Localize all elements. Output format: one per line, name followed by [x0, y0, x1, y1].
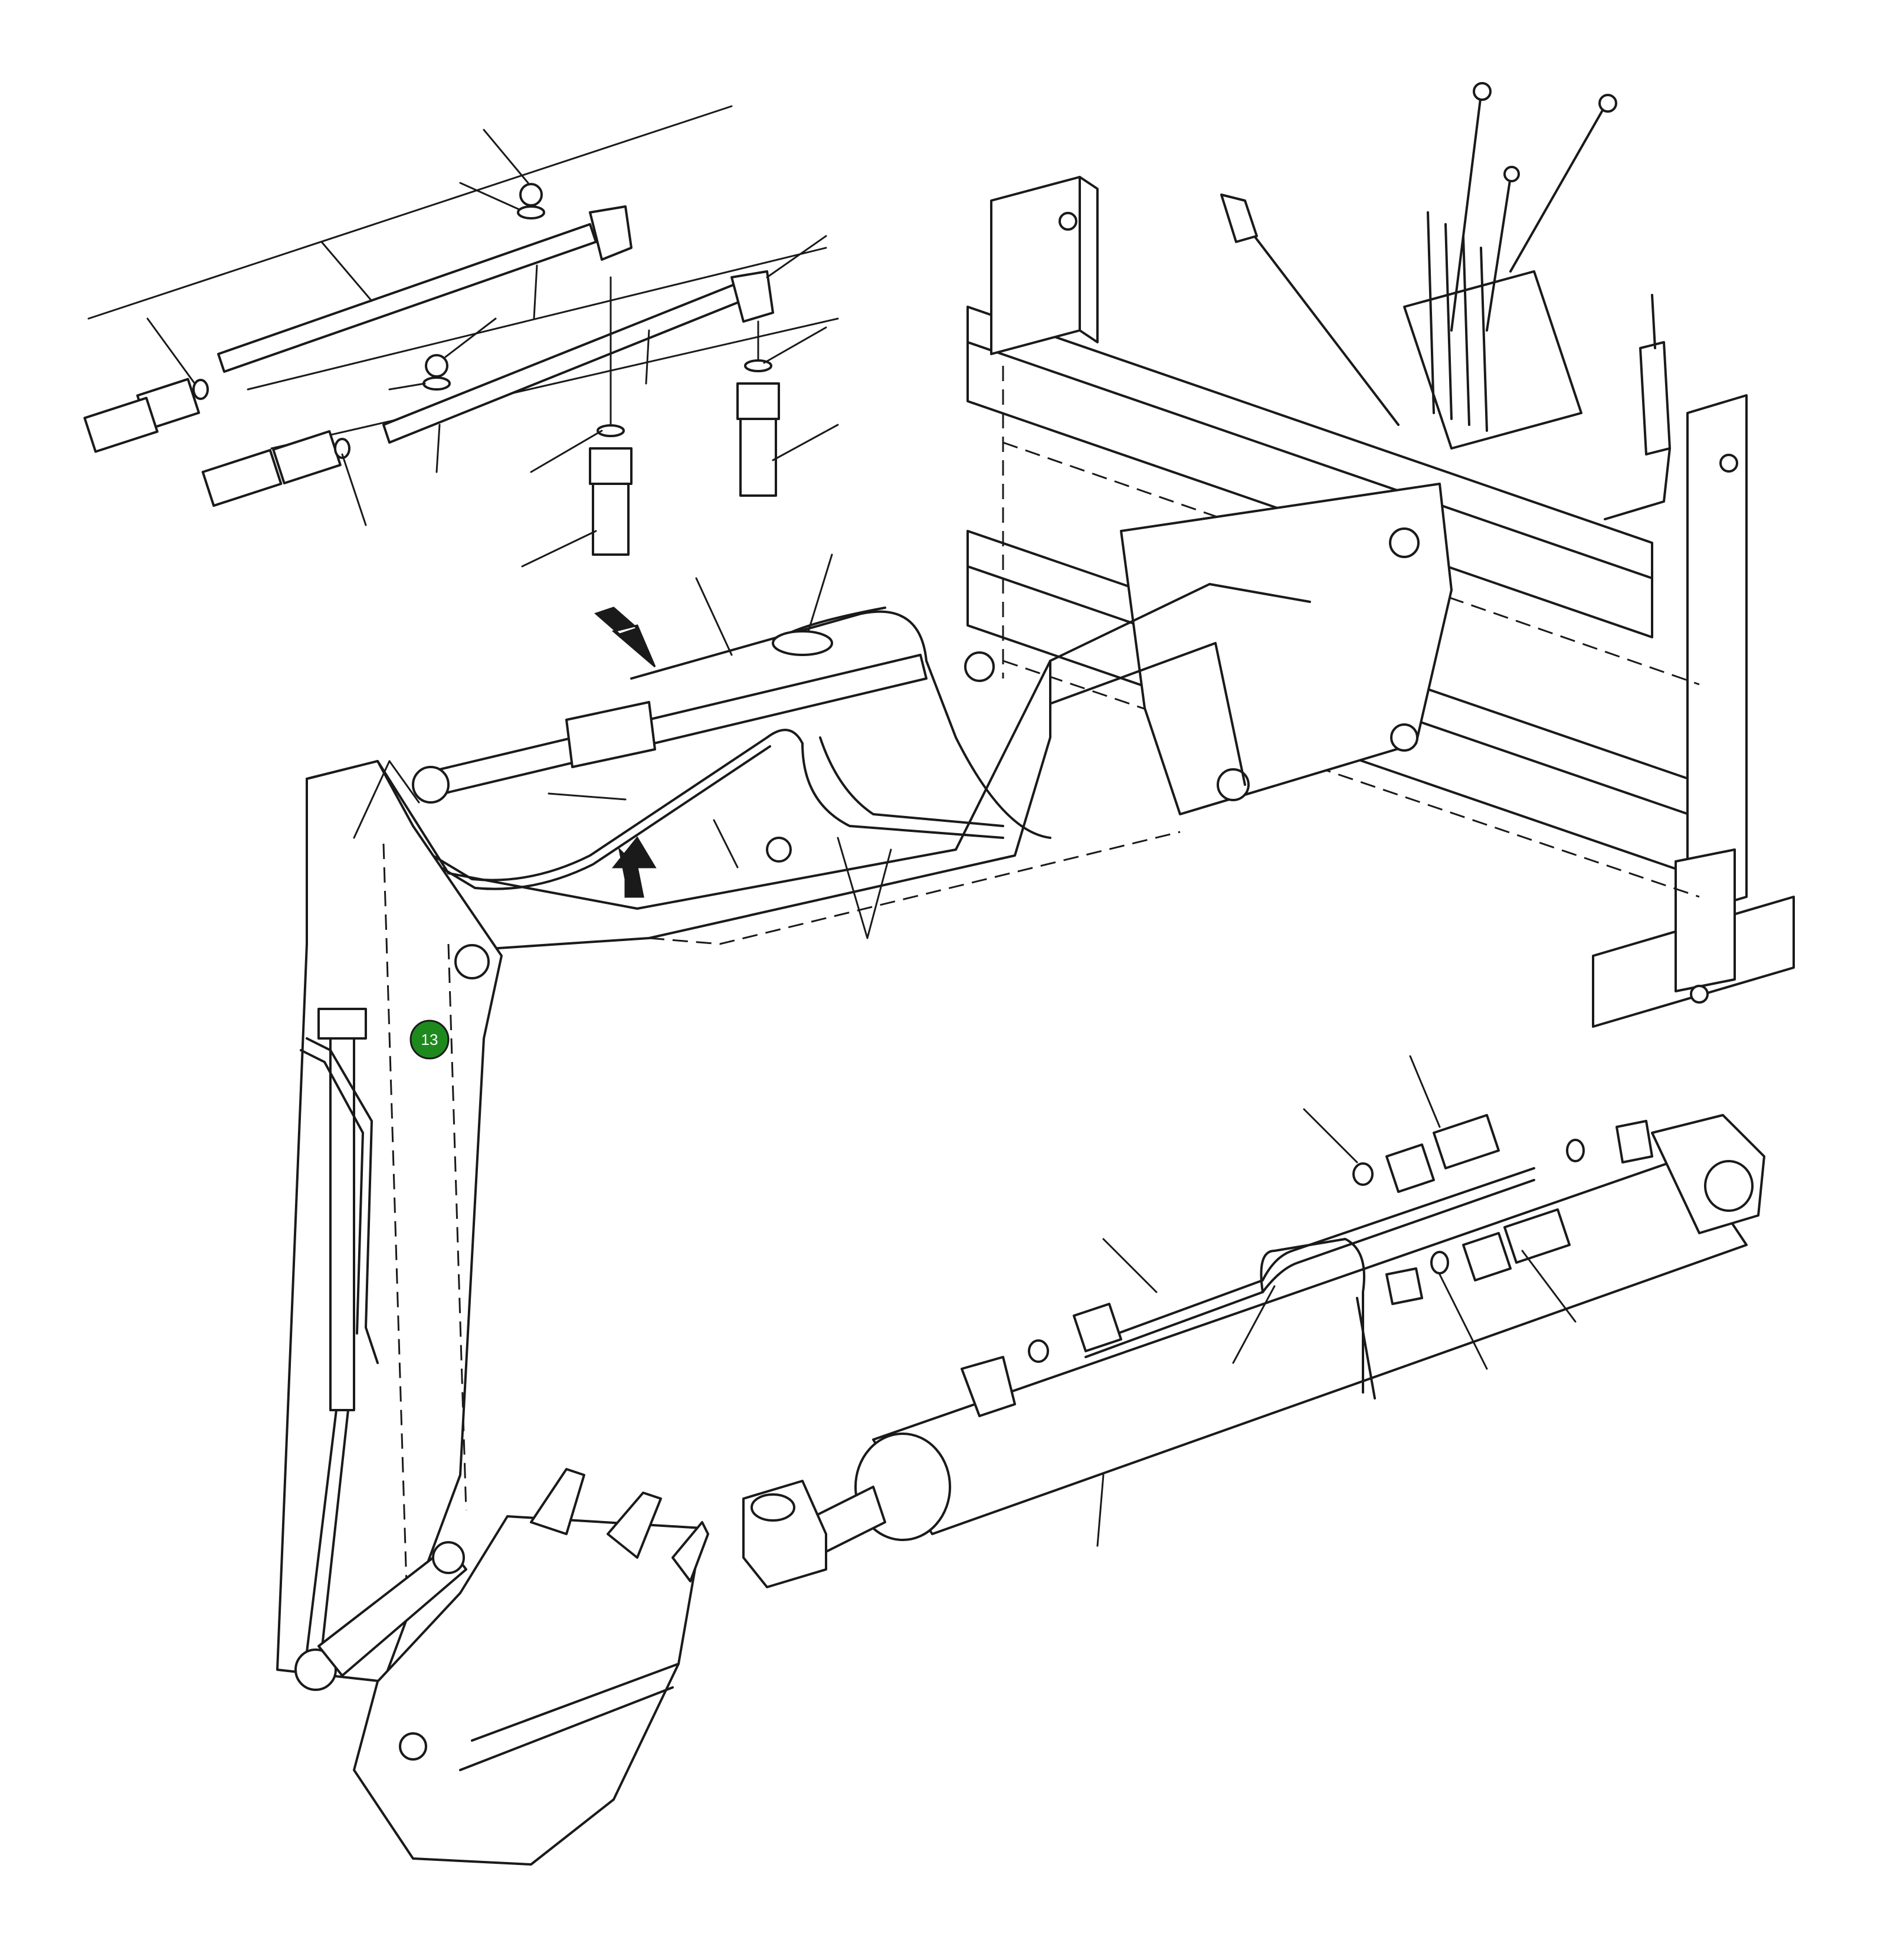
- callout-marker-label: 13: [421, 1031, 438, 1048]
- dropped-hose-right: [739, 418, 777, 497]
- leader-line: [1303, 1108, 1358, 1163]
- lower-stud: [435, 424, 441, 473]
- leader-line: [320, 241, 373, 302]
- dropped-oring-right: [744, 359, 772, 372]
- leader-line: [1096, 1474, 1105, 1547]
- upper-nut: [519, 183, 543, 207]
- elbow-fitting: [961, 1356, 1016, 1417]
- lower-oring: [334, 438, 350, 459]
- control-lever: [1486, 176, 1512, 332]
- lower-hose-coupling: [272, 430, 342, 484]
- leader-line: [341, 453, 367, 526]
- leader-line: [146, 317, 196, 385]
- hose-fitting-detail-top-left: [83, 105, 839, 568]
- hose-end: [1503, 1208, 1571, 1264]
- oring: [1352, 1162, 1374, 1186]
- lower-hose-end: [201, 448, 283, 507]
- leader-line: [521, 530, 597, 568]
- dropped-fitting-right: [736, 382, 780, 420]
- leader-line: [548, 792, 627, 801]
- adapter: [1073, 1303, 1122, 1352]
- leader-line: [807, 553, 833, 632]
- boom-assembly: [306, 553, 1181, 1069]
- leader-line: [483, 129, 529, 184]
- leader-line: [763, 326, 827, 364]
- lower-washer: [422, 376, 451, 391]
- leader-line: [766, 235, 827, 278]
- dipper-arm: [276, 760, 503, 1683]
- leader-line: [1409, 1055, 1441, 1128]
- dropped-fitting-left: [589, 447, 633, 485]
- upper-hose-end: [83, 396, 159, 453]
- hydraulic-quick-coupler: [1639, 341, 1671, 455]
- leader-line: [388, 760, 420, 804]
- leader-line: [866, 848, 892, 939]
- leader-line: [459, 182, 520, 211]
- hose-end: [1433, 1114, 1500, 1169]
- lower-elbow-fitting: [730, 270, 774, 323]
- hose-adapter: [1385, 1143, 1435, 1193]
- lower-nut: [425, 354, 448, 378]
- leader-line: [837, 837, 869, 939]
- leader-line: [353, 760, 391, 839]
- upper-stud: [533, 264, 538, 320]
- machine-frame: [966, 82, 1795, 1028]
- upper-oring: [192, 379, 209, 400]
- elbow-fitting: [1616, 1120, 1653, 1163]
- boom-cylinder: [424, 654, 928, 798]
- upper-washer: [517, 205, 545, 219]
- leader-line: [1232, 1285, 1276, 1364]
- center-stud: [645, 329, 650, 385]
- leader-line: [695, 577, 733, 656]
- dropped-hose-left: [592, 483, 630, 556]
- dipper-arm-assembly: 13: [276, 760, 709, 1866]
- arrow-indicator: [611, 836, 657, 898]
- bucket: [353, 1515, 703, 1866]
- oring: [1430, 1251, 1449, 1274]
- throttle-lever: [1226, 199, 1400, 426]
- leader-line: [1438, 1273, 1488, 1370]
- leader-line: [530, 430, 603, 473]
- leader-line: [713, 819, 739, 868]
- oring: [1028, 1339, 1049, 1363]
- leader-line: [772, 424, 839, 461]
- upper-hose: [217, 223, 597, 373]
- hydraulic-cylinder-barrel: [872, 1155, 1748, 1535]
- control-lever: [1450, 93, 1482, 332]
- cylinder-detail-bottom-right: [742, 1055, 1765, 1588]
- leader-line: [1102, 1238, 1158, 1293]
- control-lever: [1509, 105, 1606, 273]
- tube-nut: [1385, 1267, 1423, 1305]
- arrow-indicator: [594, 607, 656, 668]
- hose-adapter: [1462, 1232, 1512, 1281]
- callout-marker-13[interactable]: [409, 1020, 450, 1060]
- leader-line: [388, 382, 426, 391]
- leader-line: [1521, 1250, 1577, 1323]
- oring: [1566, 1139, 1585, 1162]
- leader-line: [444, 317, 497, 358]
- upper-elbow-fitting: [589, 205, 633, 261]
